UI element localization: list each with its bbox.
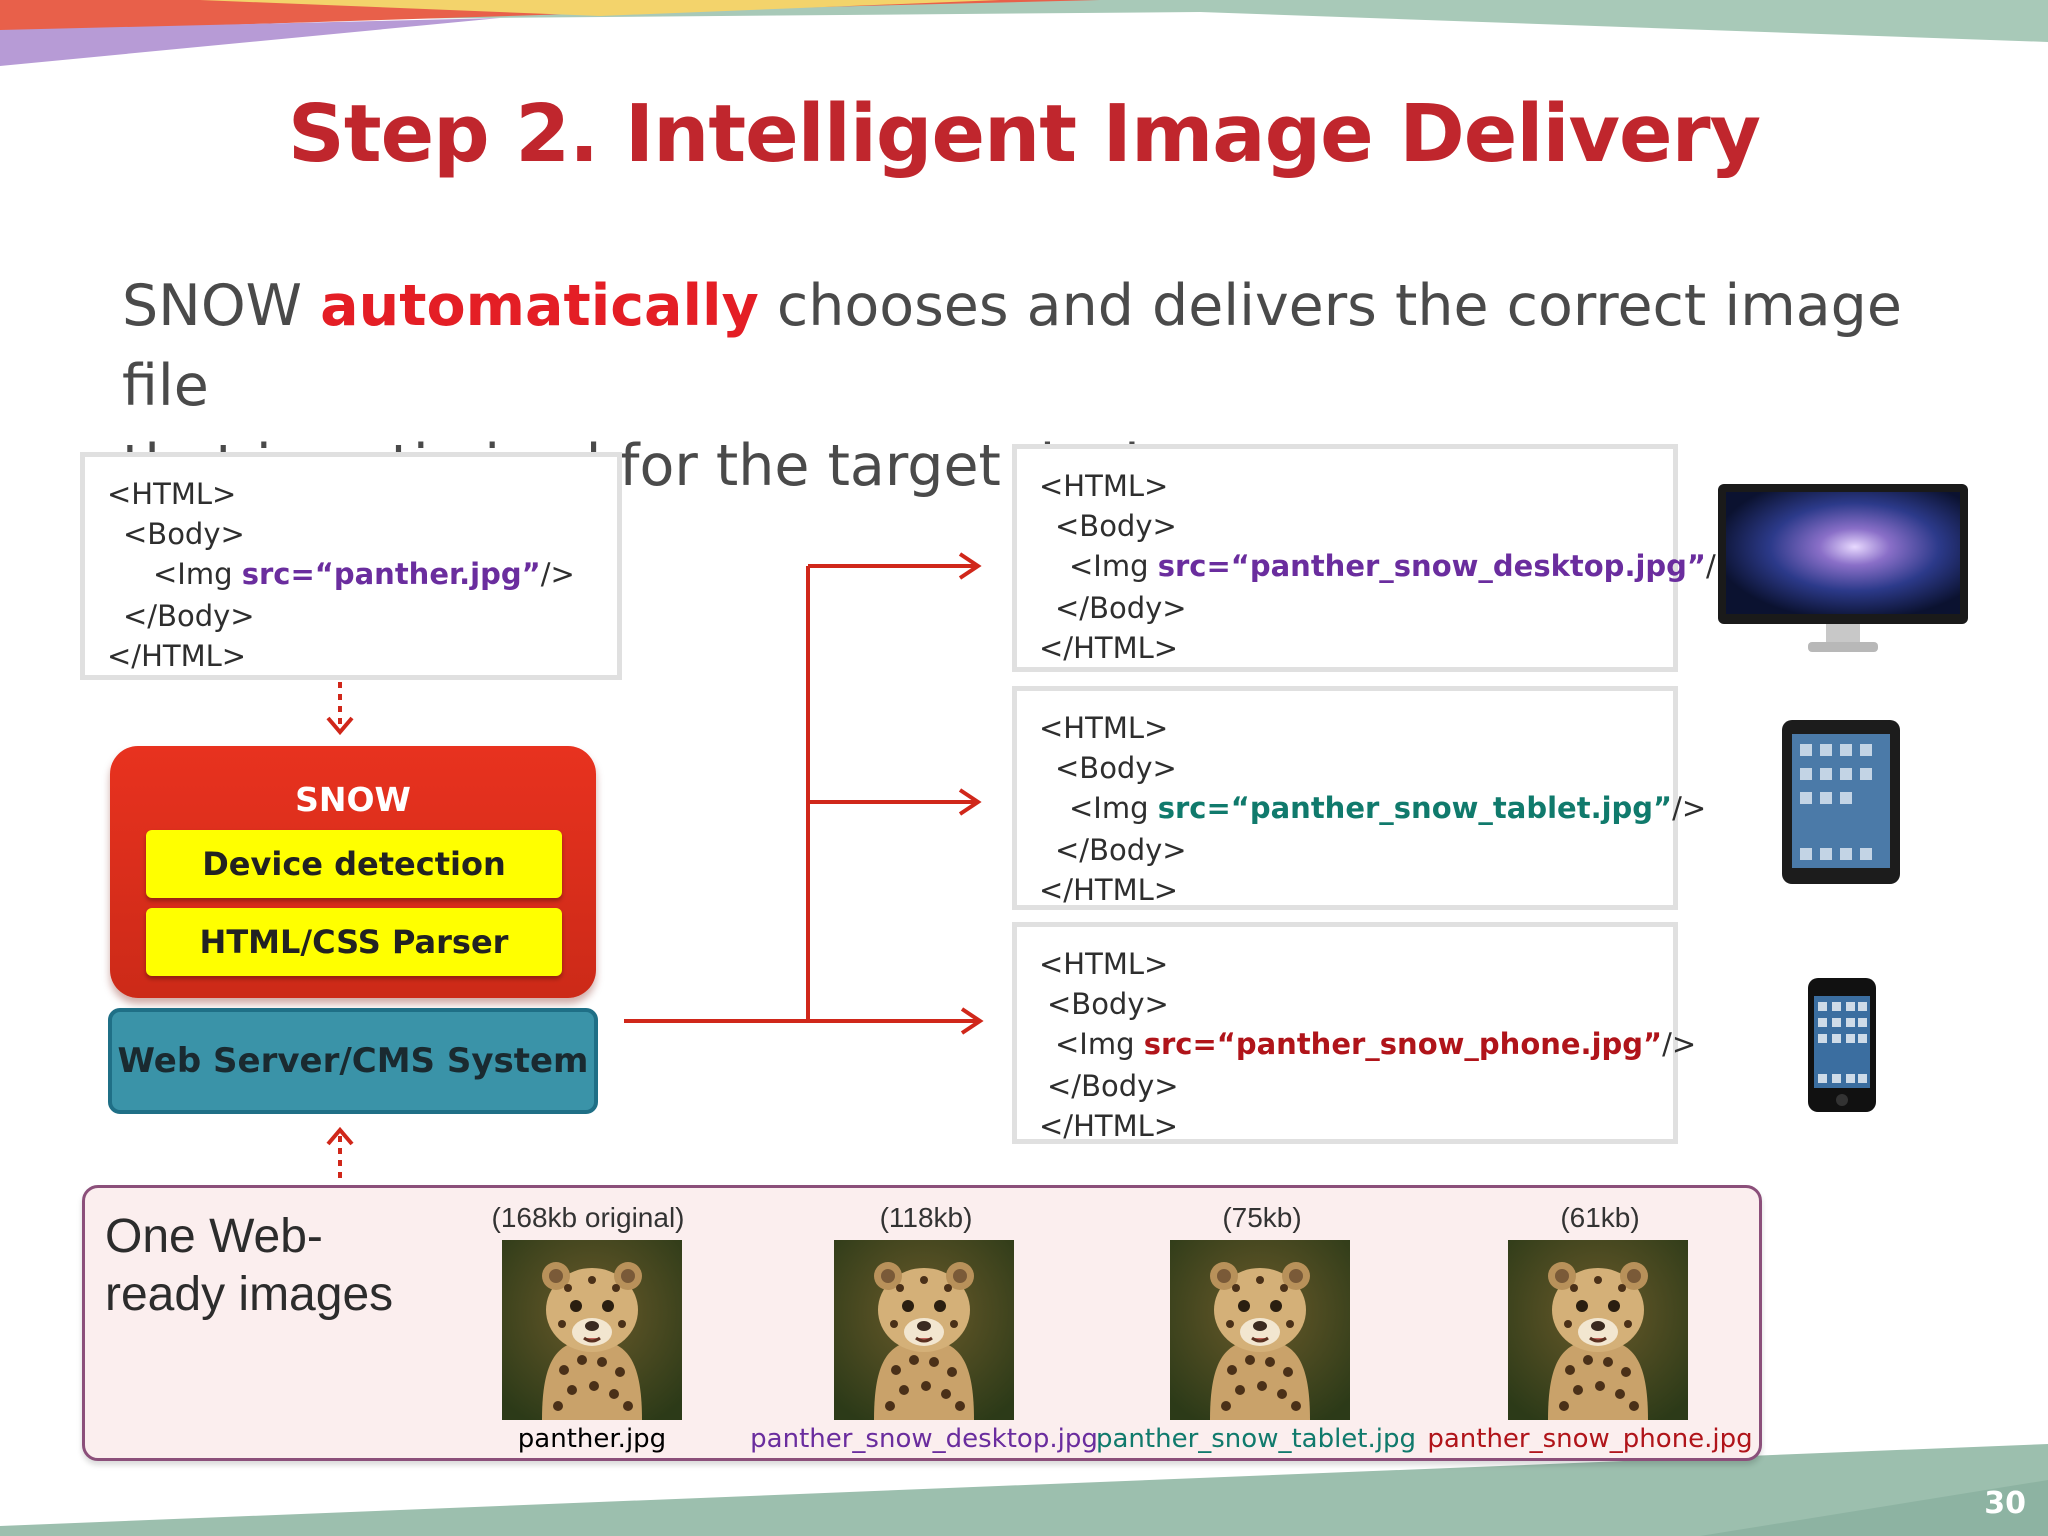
code-line: <HTML>: [1039, 711, 1169, 745]
code-line: <Body>: [123, 517, 245, 551]
code-line: <HTML>: [1039, 469, 1169, 503]
code-line: </Body>: [1047, 1069, 1179, 1103]
subtitle-line-1: SNOW automatically chooses and delivers …: [122, 273, 1902, 419]
desktop-monitor-icon: [1718, 484, 1968, 652]
code-line: </Body>: [123, 599, 255, 633]
parser-box: HTML/CSS Parser: [146, 908, 562, 976]
phone-html-box: <HTML> <Body> <Img src=“panther_snow_pho…: [1012, 922, 1696, 1144]
code-line: </Body>: [1055, 833, 1187, 867]
image-filename: panther_snow_phone.jpg: [1427, 1424, 1753, 1454]
device-detection-box: Device detection: [146, 830, 562, 898]
top-decoration: [0, 0, 2048, 66]
code-line: </HTML>: [1039, 631, 1179, 665]
image-size-label: (75kb): [1222, 1202, 1302, 1233]
code-line: <HTML>: [1039, 947, 1169, 981]
code-line: <HTML>: [107, 477, 237, 511]
web-server-box: Web Server/CMS System: [108, 1008, 598, 1114]
tablet-icon: [1782, 720, 1900, 884]
code-line: <Img src=“panther.jpg”/>: [153, 557, 575, 591]
image-filename: panther_snow_desktop.jpg: [750, 1424, 1098, 1454]
dotted-arrow-up: [326, 1126, 354, 1182]
code-line: </HTML>: [107, 639, 247, 673]
panther-thumbnail: [834, 1240, 1014, 1420]
bottom-decoration: [0, 1444, 2048, 1536]
delivery-arrows: [624, 552, 984, 1035]
image-size-label: (61kb): [1560, 1202, 1640, 1233]
panther-thumbnail: [502, 1240, 682, 1420]
panther-thumbnail: [1170, 1240, 1350, 1420]
tablet-html-box: <HTML> <Body> <Img src=“panther_snow_tab…: [1012, 686, 1706, 910]
image-filename: panther_snow_tablet.jpg: [1095, 1424, 1416, 1454]
code-line: </Body>: [1055, 591, 1187, 625]
code-line: <Body>: [1047, 987, 1169, 1021]
subtitle-highlight: automatically: [320, 273, 759, 339]
snow-engine: SNOW Device detection HTML/CSS Parser: [110, 746, 596, 998]
source-html-box: <HTML> <Body> <Img src=“panther.jpg”/> <…: [80, 452, 622, 680]
image-size-label: (118kb): [879, 1202, 973, 1233]
code-line: <Img src=“panther_snow_phone.jpg”/>: [1055, 1027, 1697, 1061]
page-number: 30: [1984, 1486, 2026, 1521]
phone-icon: [1808, 978, 1876, 1112]
page-title: Step 2. Intelligent Image Delivery: [287, 88, 1761, 180]
code-line: <Img src=“panther_snow_tablet.jpg”/>: [1069, 791, 1707, 825]
dotted-arrow-down: [326, 682, 354, 736]
code-line: </HTML>: [1039, 873, 1179, 907]
snow-label: SNOW: [295, 780, 411, 819]
code-line: </HTML>: [1039, 1109, 1179, 1143]
image-size-label: (168kb original): [491, 1202, 685, 1233]
images-panel-label: One Web- ready images: [105, 1210, 394, 1321]
code-line: <Img src=“panther_snow_desktop.jpg”/>: [1069, 549, 1740, 583]
image-filename: panther.jpg: [517, 1424, 667, 1454]
panther-thumbnail: [1508, 1240, 1688, 1420]
code-line: <Body>: [1055, 751, 1177, 785]
code-line: <Body>: [1055, 509, 1177, 543]
desktop-html-box: <HTML> <Body> <Img src=“panther_snow_des…: [1012, 444, 1740, 672]
